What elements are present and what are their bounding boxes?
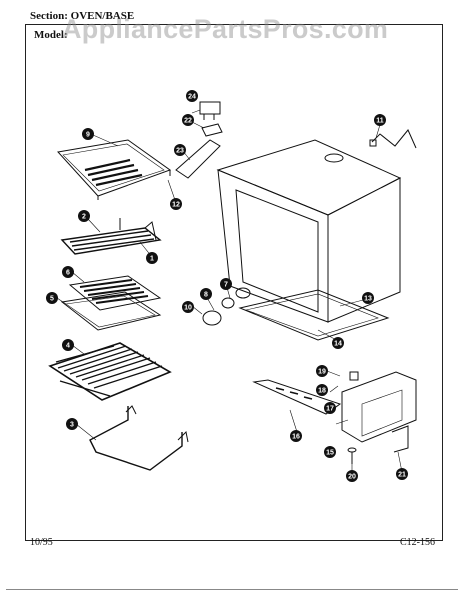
callout-21: 21 [396, 468, 408, 480]
svg-text:21: 21 [398, 472, 406, 479]
svg-text:2: 2 [82, 214, 86, 221]
callout-6: 6 [62, 266, 74, 278]
part-knob-assembly [202, 287, 251, 326]
part-kick-panel [252, 379, 342, 415]
svg-text:7: 7 [224, 282, 228, 289]
callout-13: 13 [362, 292, 374, 304]
callout-17: 17 [324, 402, 336, 414]
watermark: AppliancePartsPros.com [62, 14, 389, 44]
part-bake-element [89, 405, 189, 471]
svg-text:3: 3 [70, 422, 74, 429]
callout-16: 16 [290, 430, 302, 442]
model-label: Model: [34, 29, 68, 41]
part-oven-rack [48, 342, 172, 401]
callout-8: 8 [200, 288, 212, 300]
part-oven-cavity [216, 139, 402, 323]
svg-text:14: 14 [334, 341, 342, 348]
part-bracket-22 [201, 123, 223, 137]
footer-diagram-code: C12-156 [400, 537, 435, 548]
callout-7: 7 [220, 278, 232, 290]
part-switch [199, 101, 221, 120]
part-vent-tube [175, 139, 221, 179]
callout-20: 20 [346, 470, 358, 482]
callouts: 9 12 2 1 6 5 4 3 24 22 23 11 13 14 8 7 1… [46, 90, 408, 482]
svg-text:22: 22 [184, 118, 192, 125]
section-label: Section: OVEN/BASE [30, 10, 135, 22]
svg-text:15: 15 [326, 450, 334, 457]
part-broil-element [60, 218, 162, 255]
part-screw [347, 447, 357, 464]
callout-9: 9 [82, 128, 94, 140]
svg-text:13: 13 [364, 296, 372, 303]
part-broil-plate [57, 139, 172, 200]
part-clip-18 [349, 371, 359, 381]
diagram-frame [25, 24, 443, 541]
svg-text:20: 20 [348, 474, 356, 481]
svg-text:6: 6 [66, 270, 70, 277]
svg-text:23: 23 [176, 148, 184, 155]
callout-18: 18 [316, 384, 328, 396]
callout-1: 1 [146, 252, 158, 264]
part-broil-pan-grid [68, 275, 162, 311]
callout-10: 10 [182, 301, 194, 313]
callout-3: 3 [66, 418, 78, 430]
svg-text:24: 24 [188, 94, 196, 101]
callout-23: 23 [174, 144, 186, 156]
svg-text:4: 4 [66, 343, 70, 350]
svg-text:1: 1 [150, 256, 154, 263]
svg-text:5: 5 [50, 296, 54, 303]
part-leveling-bracket [391, 425, 409, 453]
footer-date: 10/95 [30, 537, 53, 548]
svg-text:12: 12 [172, 202, 180, 209]
part-bottom-panel [238, 289, 390, 341]
svg-text:18: 18 [318, 388, 326, 395]
callout-19: 19 [316, 365, 328, 377]
svg-text:16: 16 [292, 434, 300, 441]
svg-text:19: 19 [318, 369, 326, 376]
svg-text:8: 8 [204, 292, 208, 299]
callout-5: 5 [46, 292, 58, 304]
callout-24: 24 [186, 90, 198, 102]
bottom-rule [6, 589, 458, 590]
svg-text:10: 10 [184, 305, 192, 312]
callout-2: 2 [78, 210, 90, 222]
callout-22: 22 [182, 114, 194, 126]
callout-15: 15 [324, 446, 336, 458]
callout-11: 11 [374, 114, 386, 126]
part-wire-harness [369, 129, 417, 149]
callout-4: 4 [62, 339, 74, 351]
callout-12: 12 [170, 198, 182, 210]
svg-text:17: 17 [326, 406, 334, 413]
svg-text:11: 11 [376, 118, 384, 125]
svg-text:9: 9 [86, 132, 90, 139]
callout-14: 14 [332, 337, 344, 349]
part-broil-pan [60, 291, 162, 331]
part-drawer-support [341, 371, 417, 443]
